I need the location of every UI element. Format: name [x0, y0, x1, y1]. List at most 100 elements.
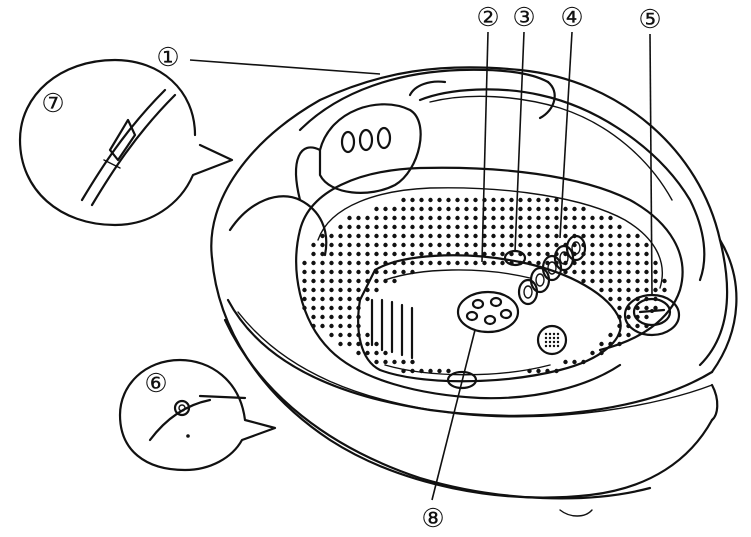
- massage-bump: [374, 341, 379, 347]
- massage-bump: [347, 269, 352, 275]
- massage-bump: [626, 296, 631, 302]
- massage-bump: [329, 269, 334, 275]
- massage-bump: [581, 215, 586, 221]
- massage-bump: [383, 251, 388, 257]
- massage-bump: [464, 260, 469, 266]
- massage-bump: [617, 224, 622, 230]
- massage-bump: [320, 269, 325, 275]
- massage-bump: [662, 287, 667, 293]
- massage-bump: [509, 233, 514, 239]
- massage-bump: [374, 359, 379, 365]
- massage-bump: [365, 251, 370, 257]
- massage-bump: [419, 224, 424, 230]
- massage-bump: [635, 323, 640, 329]
- massage-bump: [329, 278, 334, 284]
- massage-bump: [617, 233, 622, 239]
- massage-bump: [527, 242, 532, 248]
- massage-bump: [320, 251, 325, 257]
- massage-bump: [365, 224, 370, 230]
- massage-bump: [428, 242, 433, 248]
- drain-hole: [556, 336, 560, 340]
- massage-bump: [338, 278, 343, 284]
- massage-bump: [410, 260, 415, 266]
- massage-bump: [590, 215, 595, 221]
- massage-bump: [482, 242, 487, 248]
- massage-bump: [599, 215, 604, 221]
- callout-label-3: ③: [512, 3, 535, 33]
- massage-bump: [554, 197, 559, 203]
- massage-bump: [491, 233, 496, 239]
- massage-bump: [356, 233, 361, 239]
- massage-bump: [419, 233, 424, 239]
- massage-bump: [590, 269, 595, 275]
- massage-bump: [329, 305, 334, 311]
- massage-bump: [653, 269, 658, 275]
- massage-bump: [509, 197, 514, 203]
- massage-bump: [563, 206, 568, 212]
- massage-bump: [338, 296, 343, 302]
- massage-bump: [536, 224, 541, 230]
- massage-bump: [437, 197, 442, 203]
- massage-bump: [590, 233, 595, 239]
- massage-bump: [347, 305, 352, 311]
- massage-bump: [401, 269, 406, 275]
- massage-bump: [446, 206, 451, 212]
- massage-bump: [410, 242, 415, 248]
- massage-bump: [581, 224, 586, 230]
- massage-bump: [374, 215, 379, 221]
- massage-bump: [356, 278, 361, 284]
- massage-bump: [473, 233, 478, 239]
- massage-bump: [590, 224, 595, 230]
- massage-bump: [599, 224, 604, 230]
- massage-bump: [320, 278, 325, 284]
- massage-bump: [599, 251, 604, 257]
- massage-bump: [464, 233, 469, 239]
- drain-hole: [544, 344, 548, 348]
- massage-bump: [365, 242, 370, 248]
- massage-bump: [320, 287, 325, 293]
- massage-bump: [536, 251, 541, 257]
- massage-bump: [626, 332, 631, 338]
- massage-bump: [428, 368, 433, 374]
- massage-bump: [392, 278, 397, 284]
- massage-bump: [320, 242, 325, 248]
- drain-hole: [552, 344, 556, 348]
- drain-hole: [548, 340, 552, 344]
- massage-bump: [320, 314, 325, 320]
- massage-bump: [455, 233, 460, 239]
- massage-bump: [446, 215, 451, 221]
- massage-bump: [536, 260, 541, 266]
- massage-bump: [329, 260, 334, 266]
- massage-bump: [347, 215, 352, 221]
- massage-bump: [653, 260, 658, 266]
- massage-bump: [437, 233, 442, 239]
- callout-6-detail: [118, 358, 277, 472]
- massage-bump: [428, 233, 433, 239]
- massage-bump: [554, 224, 559, 230]
- massage-bump: [374, 260, 379, 266]
- massage-bump: [347, 242, 352, 248]
- drain-hole: [556, 332, 560, 336]
- drain-hole: [552, 340, 556, 344]
- massage-bump: [329, 314, 334, 320]
- massage-bump: [365, 341, 370, 347]
- massage-bump: [311, 314, 316, 320]
- massage-bump: [482, 251, 487, 257]
- massage-bump: [482, 260, 487, 266]
- massage-bump: [383, 215, 388, 221]
- drain-hole: [544, 340, 548, 344]
- massage-bump: [500, 233, 505, 239]
- massage-bump: [545, 206, 550, 212]
- massage-bump: [446, 260, 451, 266]
- massage-bump: [473, 215, 478, 221]
- massage-bump: [590, 260, 595, 266]
- massage-bump: [401, 242, 406, 248]
- massage-bump: [347, 332, 352, 338]
- massage-bump: [491, 260, 496, 266]
- inner-basin: [295, 166, 684, 400]
- massage-bump: [608, 215, 613, 221]
- massage-bump: [491, 197, 496, 203]
- massage-bump: [599, 269, 604, 275]
- massage-bump: [446, 197, 451, 203]
- massage-bump: [527, 197, 532, 203]
